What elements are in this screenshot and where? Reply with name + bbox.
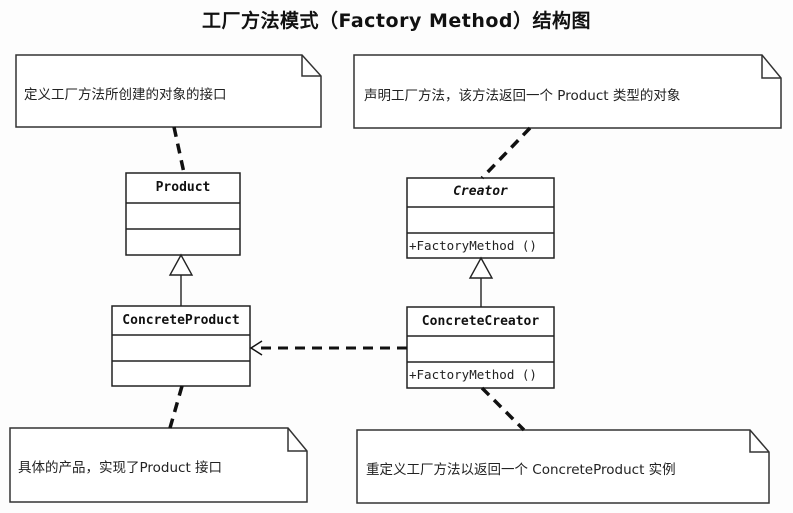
class-concrete-product-name: ConcreteProduct	[122, 313, 240, 328]
diagram-title: 工厂方法模式（Factory Method）结构图	[201, 10, 591, 32]
note-product-shape	[15, 54, 322, 128]
note-product-text: 定义工厂方法所创建的对象的接口	[24, 87, 227, 103]
note-anchor-concrete-creator	[480, 386, 526, 432]
class-creator-name: Creator	[453, 184, 508, 199]
note-creator-text: 声明工厂方法，该方法返回一个 Product 类型的对象	[364, 88, 681, 104]
note-concrete-product-fold	[287, 428, 307, 452]
note-concrete-creator-fold	[749, 430, 769, 453]
note-anchor-product	[172, 126, 186, 174]
class-creator-box[interactable]	[406, 177, 555, 259]
note-anchor-creator	[480, 126, 532, 180]
note-anchor-concrete-product	[168, 385, 184, 429]
note-creator-shape	[353, 54, 782, 129]
class-product-name: Product	[155, 180, 211, 195]
note-concrete-creator-shape	[356, 429, 770, 504]
class-product-box[interactable]	[125, 172, 241, 256]
class-concrete-creator-box[interactable]	[406, 306, 555, 389]
note-concrete-product-shape	[9, 427, 308, 503]
class-concrete-creator-name: ConcreteCreator	[421, 314, 540, 329]
generalization-arrowhead-creator	[468, 256, 494, 279]
note-creator-fold	[761, 55, 781, 79]
generalization-arrowhead-product	[168, 253, 194, 276]
class-concrete-creator-operation: +FactoryMethod ()	[409, 367, 537, 382]
class-creator-operation: +FactoryMethod ()	[409, 238, 537, 253]
note-concrete-creator-text: 重定义工厂方法以返回一个 ConcreteProduct 实例	[366, 462, 676, 478]
class-concrete-product-box[interactable]	[111, 305, 251, 387]
dependency-arrowhead	[249, 340, 263, 356]
note-product-fold	[301, 55, 321, 77]
note-concrete-product-text: 具体的产品，实现了Product 接口	[18, 460, 223, 476]
